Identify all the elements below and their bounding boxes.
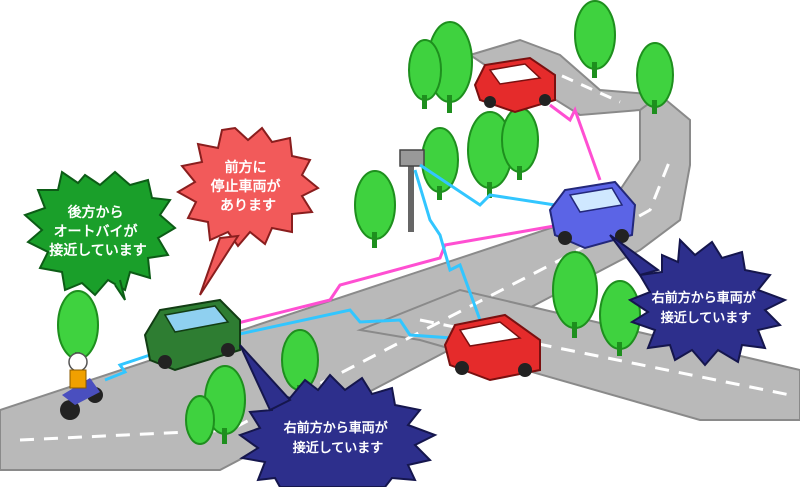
bubble-text-line: あります [220, 198, 276, 214]
bubble-stopped-vehicle: 前方に 停止車両が あります [175, 126, 320, 296]
bubble-text-line: オートバイが [54, 223, 139, 240]
signal-cyan-line [104, 353, 151, 382]
bubble-text-line: 停止車両が [211, 178, 282, 195]
bubble-text-line: 接近しています [49, 242, 147, 259]
bubble-text-line: 接近しています [293, 440, 384, 456]
signal-cyan-line [234, 308, 481, 342]
tree-icon [408, 39, 442, 109]
lane-marking-main [19, 159, 672, 442]
trees [57, 0, 674, 445]
green-car-icon [143, 298, 241, 372]
tree-icon [599, 280, 641, 356]
signal-cyan-line [419, 163, 556, 207]
bubble-text-line: 前方に [225, 159, 267, 176]
tree-icon [552, 251, 598, 338]
motorcycle-icon [60, 352, 103, 420]
bubble-rear-motorcycle: 後方から オートバイが 接近しています [23, 170, 177, 301]
red-car-icon [443, 313, 541, 382]
bubble-text-line: 後方から [68, 204, 124, 221]
blue-car-icon [548, 180, 637, 250]
signal-cyan-line [413, 169, 482, 321]
bubble-text-line: 接近しています [661, 310, 752, 326]
bubble-right-front-bottom: 右前方から車両が 接近しています [237, 344, 438, 487]
svg-text:前方に 停止車両が あります: 前方に 停止車両が あります [211, 159, 286, 214]
signal-pink-line [549, 103, 602, 181]
tree-icon [185, 395, 215, 445]
signal-pink-line [229, 223, 561, 327]
tree-icon [574, 0, 616, 78]
tree-icon [421, 127, 459, 200]
tree-icon [636, 42, 674, 114]
bubble-text-line: 右前方から車両が [651, 290, 756, 306]
tree-icon [354, 170, 396, 248]
bubble-right-front-top: 右前方から車両が 接近しています [609, 234, 788, 367]
svg-text:右前方から車両が 接近しています: 右前方から車両が 接近しています [651, 290, 761, 326]
lane-marking-branch [419, 318, 791, 397]
svg-text:後方から オートバイが 接近していま: 後方から オートバイが 接近しています [49, 204, 147, 259]
red-car-top-icon [473, 56, 556, 114]
bubble-text-line: 右前方から車両が [283, 420, 388, 436]
svg-text:右前方から車両が 接近しています: 右前方から車両が 接近しています [283, 420, 393, 456]
roadside-unit-icon [399, 149, 425, 232]
signal-lines [104, 103, 602, 382]
